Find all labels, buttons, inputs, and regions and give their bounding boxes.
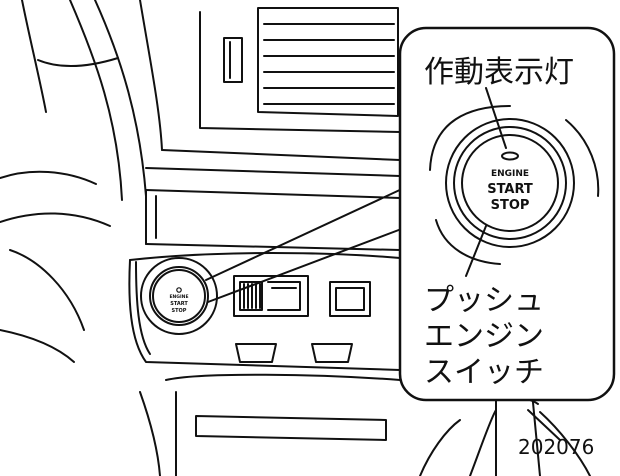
start-button-face xyxy=(461,134,559,232)
center-console xyxy=(139,373,401,476)
button-line-3: STOP xyxy=(491,198,530,213)
bezel-arc-left xyxy=(429,105,511,171)
lower-switches xyxy=(235,343,353,363)
panel-start-button xyxy=(140,257,218,335)
indicator-lamp-icon xyxy=(501,151,519,161)
button-leader-line xyxy=(465,225,487,277)
rocker-switch xyxy=(233,275,309,317)
start-button-outer-ring xyxy=(445,118,575,248)
small-button-line-3: STOP xyxy=(172,308,187,314)
steering-column-lines xyxy=(0,0,147,363)
hazard-switch xyxy=(223,37,243,83)
upper-dash-panel xyxy=(139,0,401,161)
gear-shifter xyxy=(419,387,591,476)
button-name-line-1: プッシュ xyxy=(424,283,544,318)
figure-code: 202076 xyxy=(518,435,594,459)
callout-line-lower xyxy=(207,227,405,303)
switch-panel xyxy=(128,252,401,371)
button-line-2: START xyxy=(487,182,533,197)
small-button-line-1: ENGINE xyxy=(169,294,188,300)
button-line-1: ENGINE xyxy=(491,169,529,179)
middle-shelf xyxy=(145,167,401,251)
bezel-arc-bottom xyxy=(435,219,501,265)
indicator-label: 作動表示灯 xyxy=(424,55,574,90)
air-vent xyxy=(257,7,399,117)
indicator-leader-line xyxy=(485,87,507,149)
side-switch xyxy=(329,281,371,317)
start-button-bezel xyxy=(453,126,567,240)
code-leader-line xyxy=(527,409,561,441)
small-button-line-2: START xyxy=(170,301,188,307)
button-name-line-2: エンジン xyxy=(424,319,544,354)
callout-line-upper xyxy=(205,187,405,281)
button-name-line-3: スイッチ xyxy=(424,355,544,390)
bezel-arc-right xyxy=(565,119,600,197)
small-indicator-icon xyxy=(176,287,182,293)
